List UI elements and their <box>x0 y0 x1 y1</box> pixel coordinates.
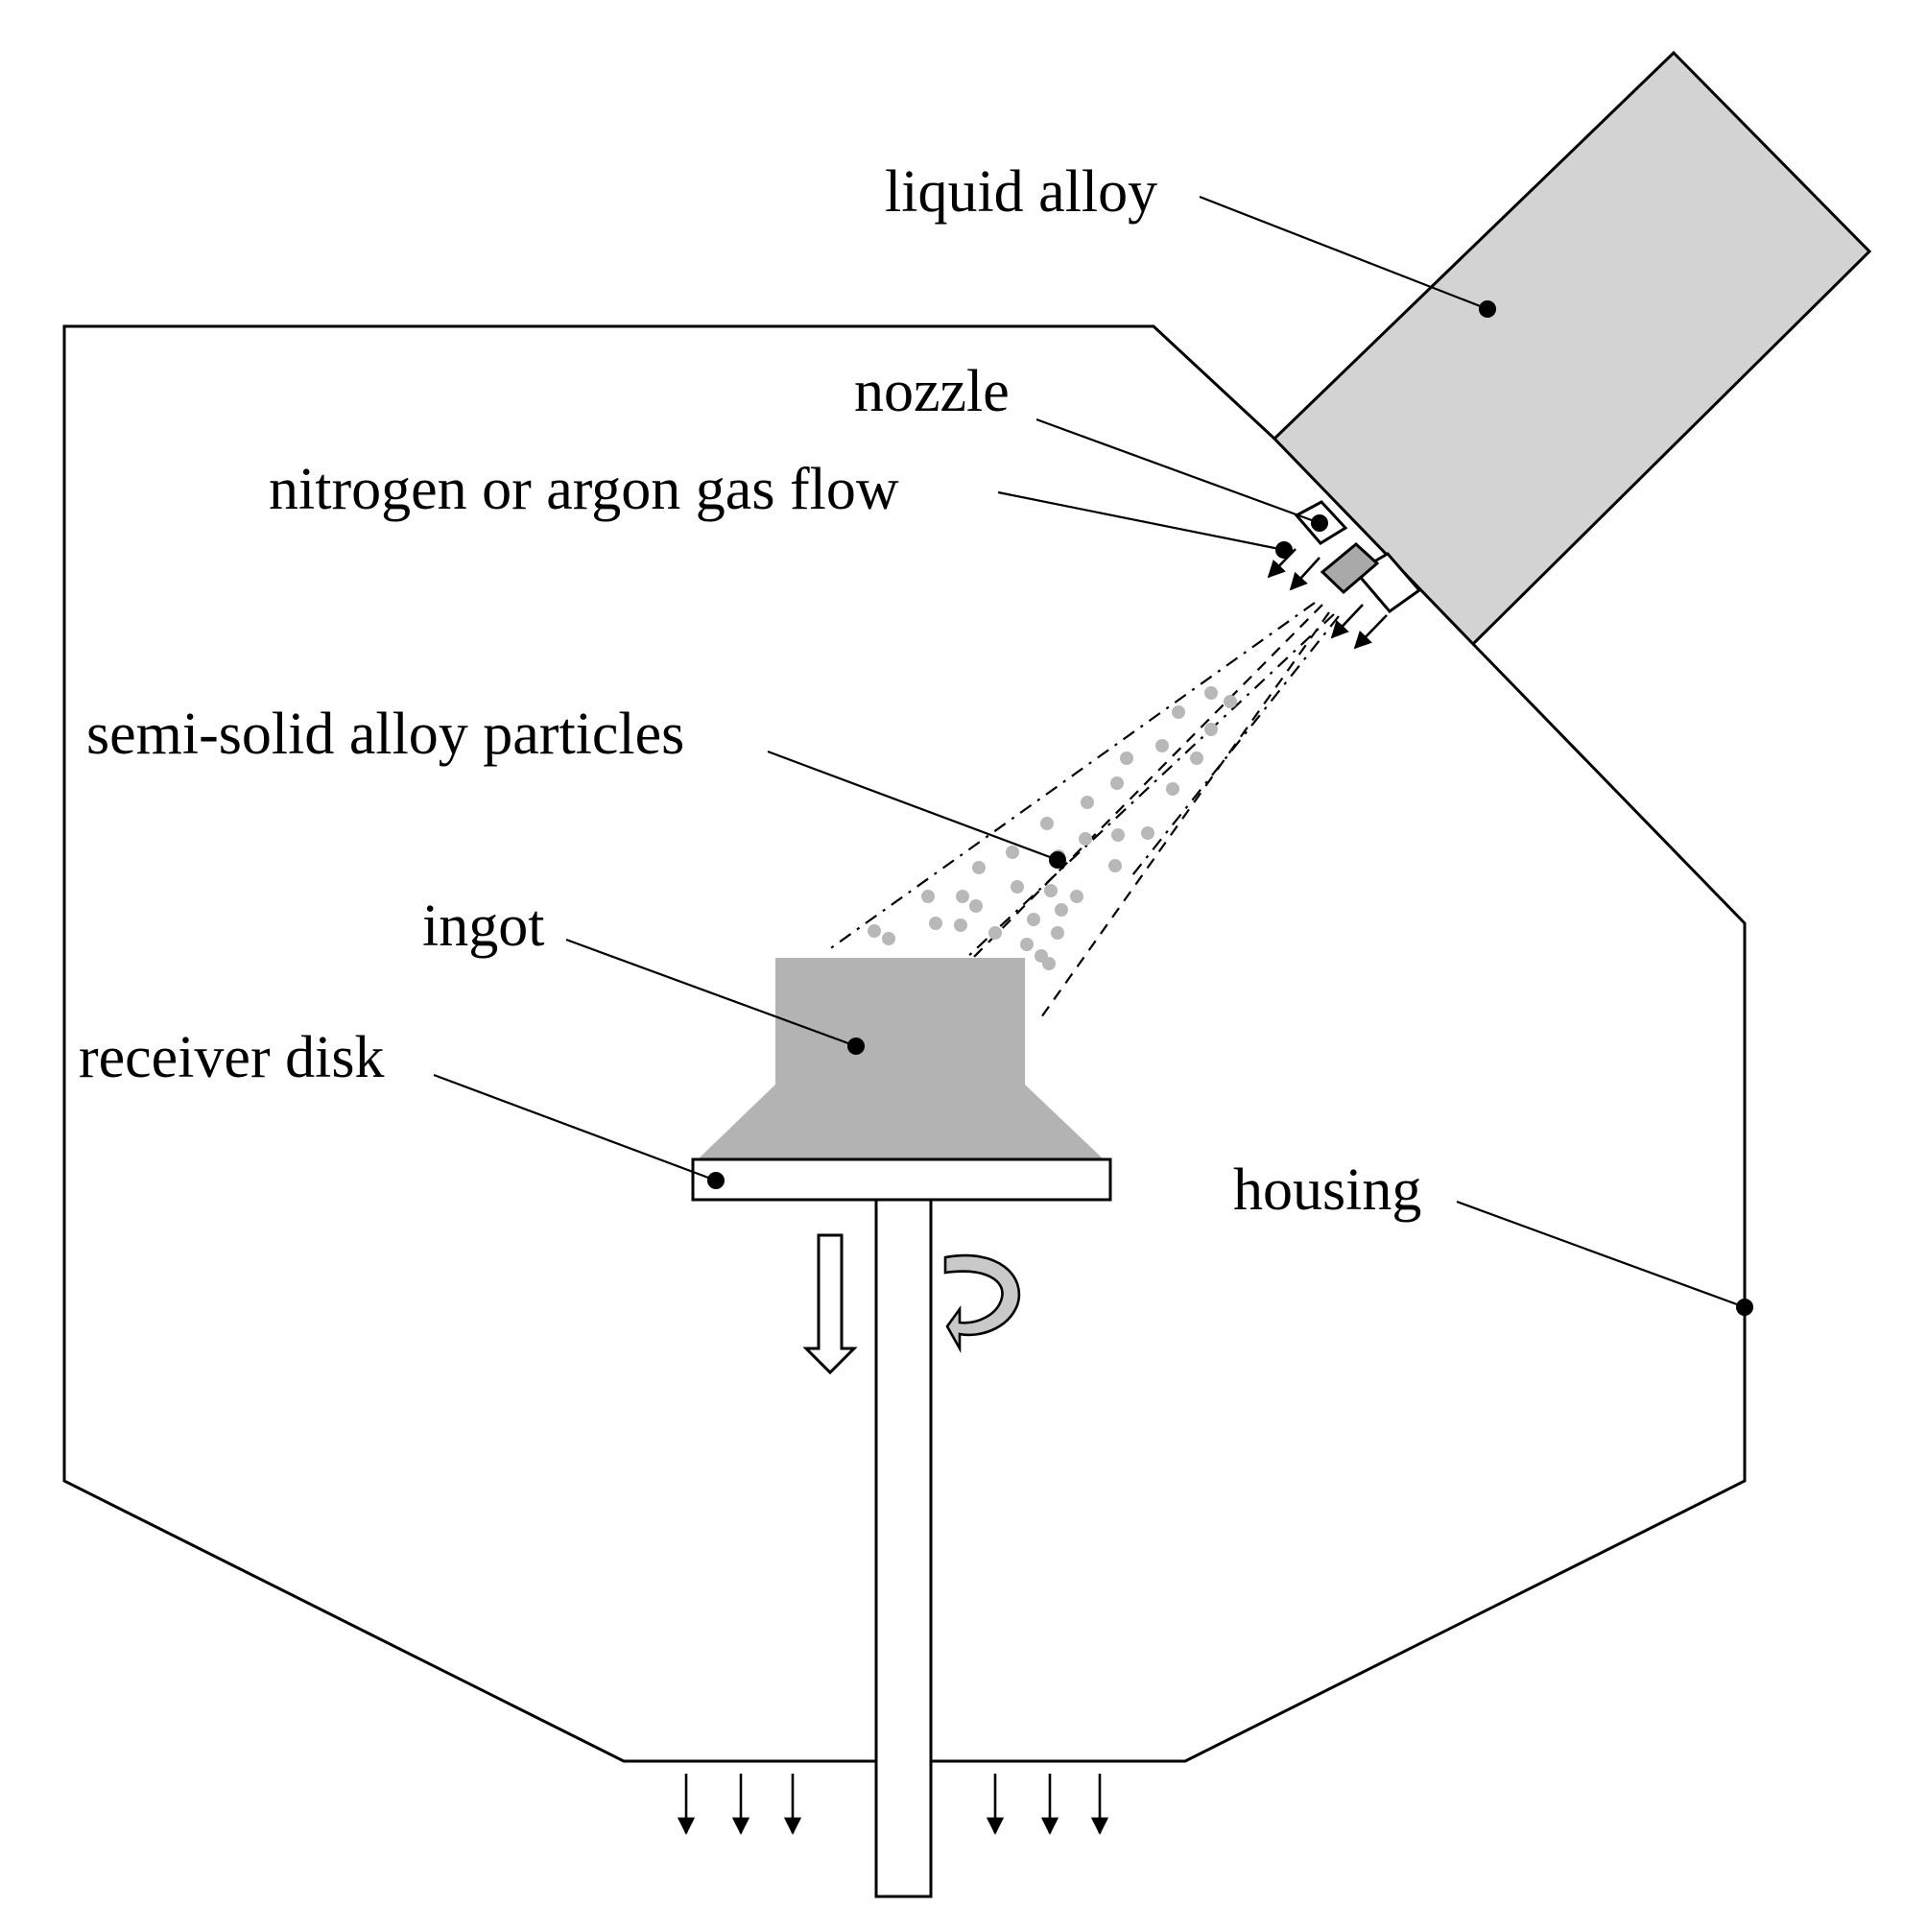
exhaust-arrows <box>677 1774 1109 1835</box>
particle <box>969 899 983 913</box>
nozzle-tip <box>1320 542 1380 595</box>
particle <box>1035 949 1048 963</box>
particle <box>1040 817 1054 830</box>
particle <box>1111 828 1125 842</box>
particle <box>1155 739 1169 752</box>
particle <box>929 917 942 930</box>
label-gas-flow: nitrogen or argon gas flow <box>269 457 899 522</box>
particle <box>1079 832 1092 846</box>
particle <box>882 932 895 945</box>
particle <box>921 890 935 903</box>
particle-cloud <box>868 686 1237 970</box>
label-liquid-alloy: liquid alloy <box>885 159 1157 225</box>
particle <box>988 926 1002 940</box>
particle <box>1027 913 1040 926</box>
particle <box>1141 826 1154 840</box>
ingot <box>698 958 1104 1159</box>
particle <box>1011 880 1024 894</box>
rotation-arrow <box>943 1253 1021 1353</box>
label-receiver-disk: receiver disk <box>79 1025 384 1090</box>
particle <box>1204 686 1218 700</box>
particle <box>1051 926 1064 940</box>
particle <box>1070 890 1083 903</box>
label-housing: housing <box>1233 1157 1421 1223</box>
spray-cone <box>824 602 1340 1018</box>
down-translation-arrow <box>802 1233 858 1375</box>
particle <box>1190 751 1203 765</box>
particle <box>868 924 881 938</box>
label-ingot: ingot <box>422 894 544 959</box>
particle <box>1081 796 1094 809</box>
shaft <box>874 1198 933 1898</box>
particle <box>972 861 986 874</box>
particle <box>1172 705 1185 719</box>
housing-outline <box>62 324 1747 1763</box>
particle <box>956 890 969 903</box>
label-particles: semi-solid alloy particles <box>86 702 684 767</box>
particle <box>1006 846 1019 859</box>
liquid-alloy-crucible <box>1272 50 1872 647</box>
particle <box>1020 938 1034 951</box>
particle <box>1055 903 1068 917</box>
particle <box>954 918 967 932</box>
label-nozzle: nozzle <box>854 359 1010 424</box>
particle <box>1120 751 1133 765</box>
particle <box>1044 884 1058 897</box>
particle <box>1204 723 1218 736</box>
particle <box>1166 782 1179 796</box>
particle <box>1108 859 1122 872</box>
receiver-disk <box>691 1157 1112 1202</box>
leader-lines <box>433 195 1753 1316</box>
particle <box>1224 695 1237 708</box>
particle <box>1110 776 1124 790</box>
